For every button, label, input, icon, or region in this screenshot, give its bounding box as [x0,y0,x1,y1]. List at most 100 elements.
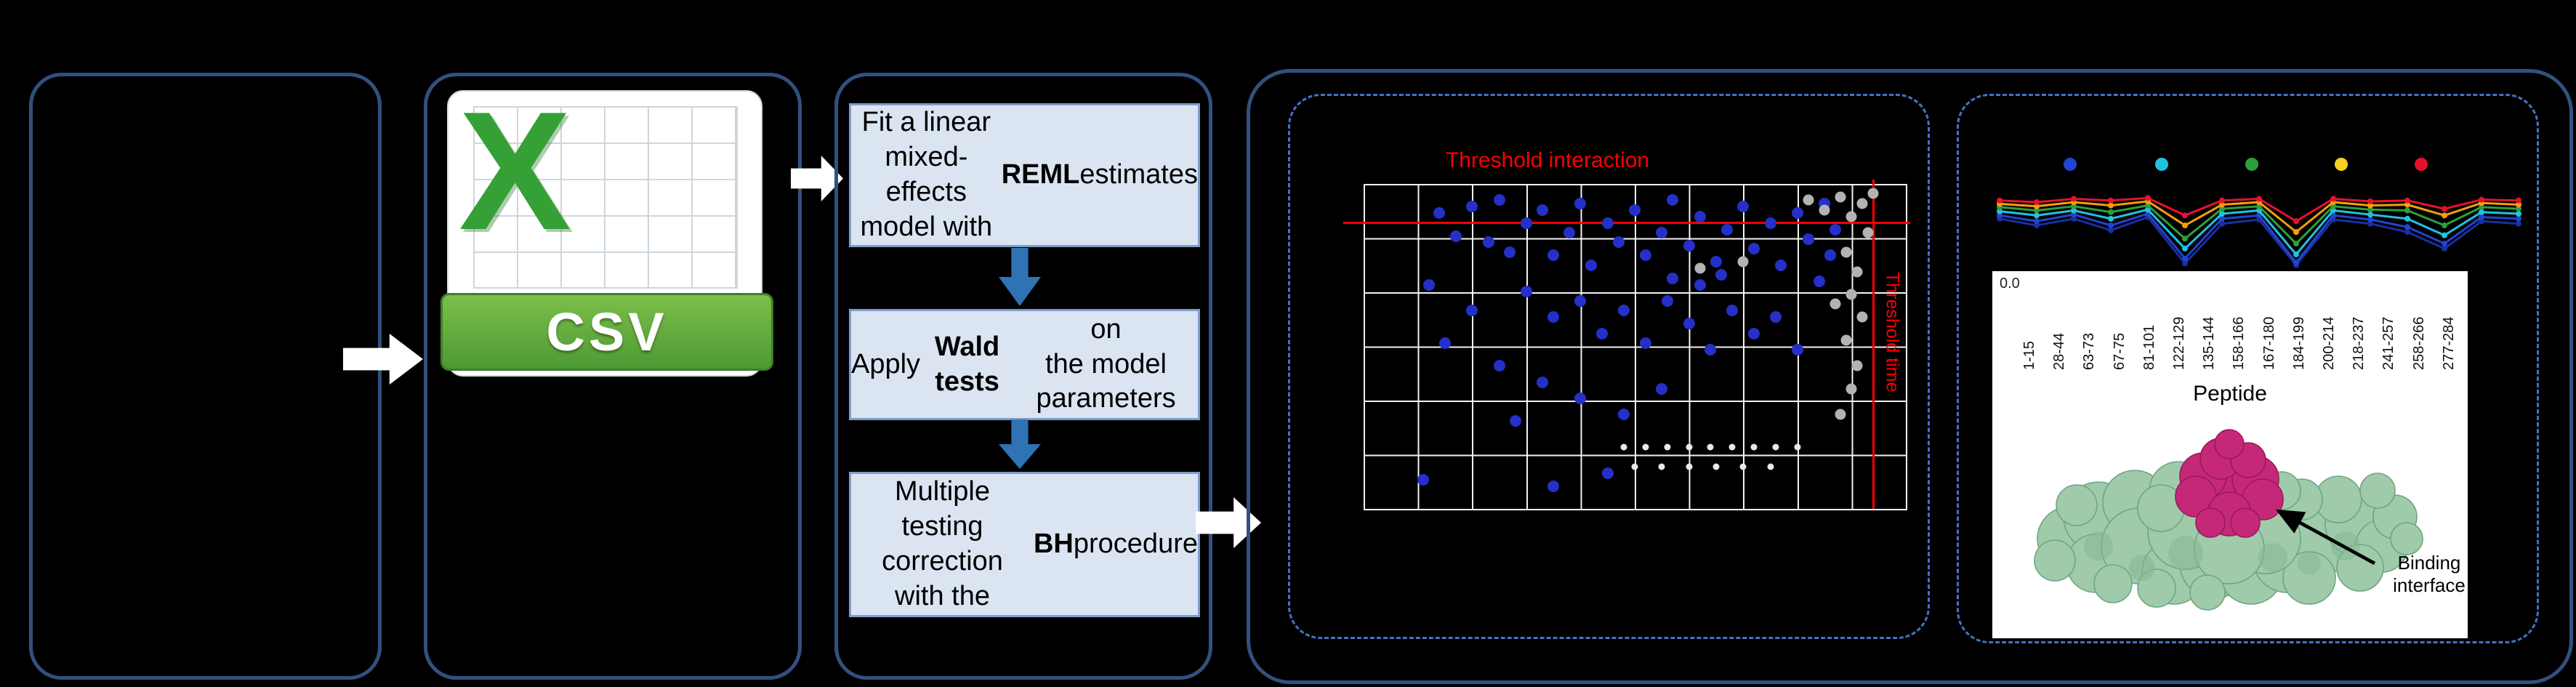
kinetics-data-point [2479,214,2484,220]
peptide-tick-label: 200-214 [2321,316,2338,370]
scatter-point-blue [1493,194,1505,206]
scatter-point-white [1658,463,1665,470]
scatter-point-blue [1438,337,1451,350]
scatter-point-blue [1791,207,1803,220]
kinetics-data-point [2516,206,2521,212]
scatter-point-white [1728,443,1736,451]
scatter-point-blue [1493,360,1505,372]
kinetics-data-point [2442,241,2447,247]
binding-interface-region [2175,429,2284,538]
kinetics-data-point [2219,206,2225,212]
scatter-point-blue [1683,318,1695,330]
scatter-point-blue [1726,305,1739,317]
scatter-point-blue [1667,272,1679,284]
scatter-point-gray [1835,409,1846,420]
kinetics-data-point [2330,203,2336,209]
scatter-point-blue [1596,327,1609,340]
scatter-point-blue [1618,305,1630,317]
scatter-point-gray [1856,311,1868,323]
scatter-point-white [1642,443,1649,451]
kinetics-data-point [2145,195,2151,201]
legend-dot-icon [2155,158,2168,171]
scatter-point-white [1686,463,1693,470]
kinetics-data-point [2219,220,2225,227]
csv-file-icon: X CSV [440,77,773,377]
kinetics-data-point [1997,208,2003,214]
statistics-box [834,73,1212,680]
scatter-point-blue [1629,204,1641,216]
kinetics-data-point [2367,217,2373,223]
results-box [1247,69,2573,684]
kinetics-data-point [2219,201,2225,208]
scatter-point-white [1620,443,1627,451]
scatter-point-blue [1715,269,1728,281]
scatter-point-blue [1601,467,1614,479]
scatter-point-white [1664,443,1671,451]
step-bh-correction: Multiple testing correction with the BH … [849,472,1200,617]
scatter-point-blue [1775,259,1787,271]
kinetics-data-point [2330,196,2336,202]
scatter-point-white [1707,443,1714,451]
scatter-point-blue [1710,256,1722,268]
kinetics-data-point [2034,199,2040,206]
kinetics-data-point [2182,255,2188,262]
scatter-point-blue [1466,305,1478,317]
y-axis-tick: 0.0 [2000,276,2020,292]
kinetics-data-point [2404,215,2410,222]
scatter-point-blue [1563,227,1576,239]
scatter-point-blue [1466,201,1478,213]
kinetics-data-point [2367,220,2373,227]
scatter-point-gray [1840,246,1852,258]
global-visualisation-panel [1288,94,1930,639]
kinetics-data-point [2071,212,2077,218]
peptide-tick-label: 28-44 [2051,332,2068,370]
kinetics-data-point [2516,220,2521,227]
kinetics-data-point [2516,201,2521,208]
protein-structure [2034,429,2423,611]
kinetics-data-point [1997,212,2003,219]
scatter-point-gray [1803,194,1814,206]
kinetics-data-point [2516,197,2521,204]
scatter-point-blue [1574,197,1587,209]
peptide-tick-label: 67-75 [2111,332,2128,370]
peptide-tick-label: 258-266 [2410,316,2427,370]
scatter-point-blue [1667,194,1679,206]
scatter-point-blue [1509,415,1521,427]
csv-box [424,73,802,680]
scatter-point-blue [1449,230,1462,242]
peptide-tick-label: 81-101 [2141,324,2157,370]
scatter-point-blue [1694,278,1706,291]
kinetics-data-point [2182,222,2188,228]
kinetics-data-point [2404,207,2410,214]
kinetics-data-point [2442,245,2447,252]
scatter-point-blue [1537,204,1549,216]
scatter-point-blue [1618,409,1630,421]
scatter-point-blue [1574,294,1587,307]
kinetics-data-point [2404,229,2410,236]
peptide-tick-label: 158-166 [2231,316,2247,370]
scatter-point-blue [1520,285,1532,297]
peptide-tick-label: 241-257 [2380,316,2397,370]
scatter-point-blue [1748,243,1760,255]
kinetics-data-point [2516,215,2521,222]
csv-label: CSV [546,302,668,363]
kinetics-data-point [2108,209,2114,215]
kinetics-data-point [2145,202,2151,209]
scatter-point-blue [1639,249,1651,262]
kinetics-data-point [2404,197,2410,204]
kinetics-data-point [2404,201,2410,208]
kinetics-lines [1997,195,2521,268]
kinetics-data-point [2479,196,2484,203]
scatter-point-blue [1417,473,1430,486]
peptide-tick-label: 1-15 [2021,340,2037,370]
scatter-point-white [1686,443,1693,451]
kinetics-data-point [2293,251,2299,257]
kinetics-data-point [2479,204,2484,210]
binding-interface-label: Binding interface [2393,552,2466,597]
scatter-point-blue [1422,278,1435,291]
kinetics-data-point [2367,206,2373,213]
scatter-point-blue [1813,276,1825,288]
kinetics-data-point [2034,207,2040,214]
scatter-point-gray [1819,204,1830,216]
scatter-point-white [1767,463,1774,470]
